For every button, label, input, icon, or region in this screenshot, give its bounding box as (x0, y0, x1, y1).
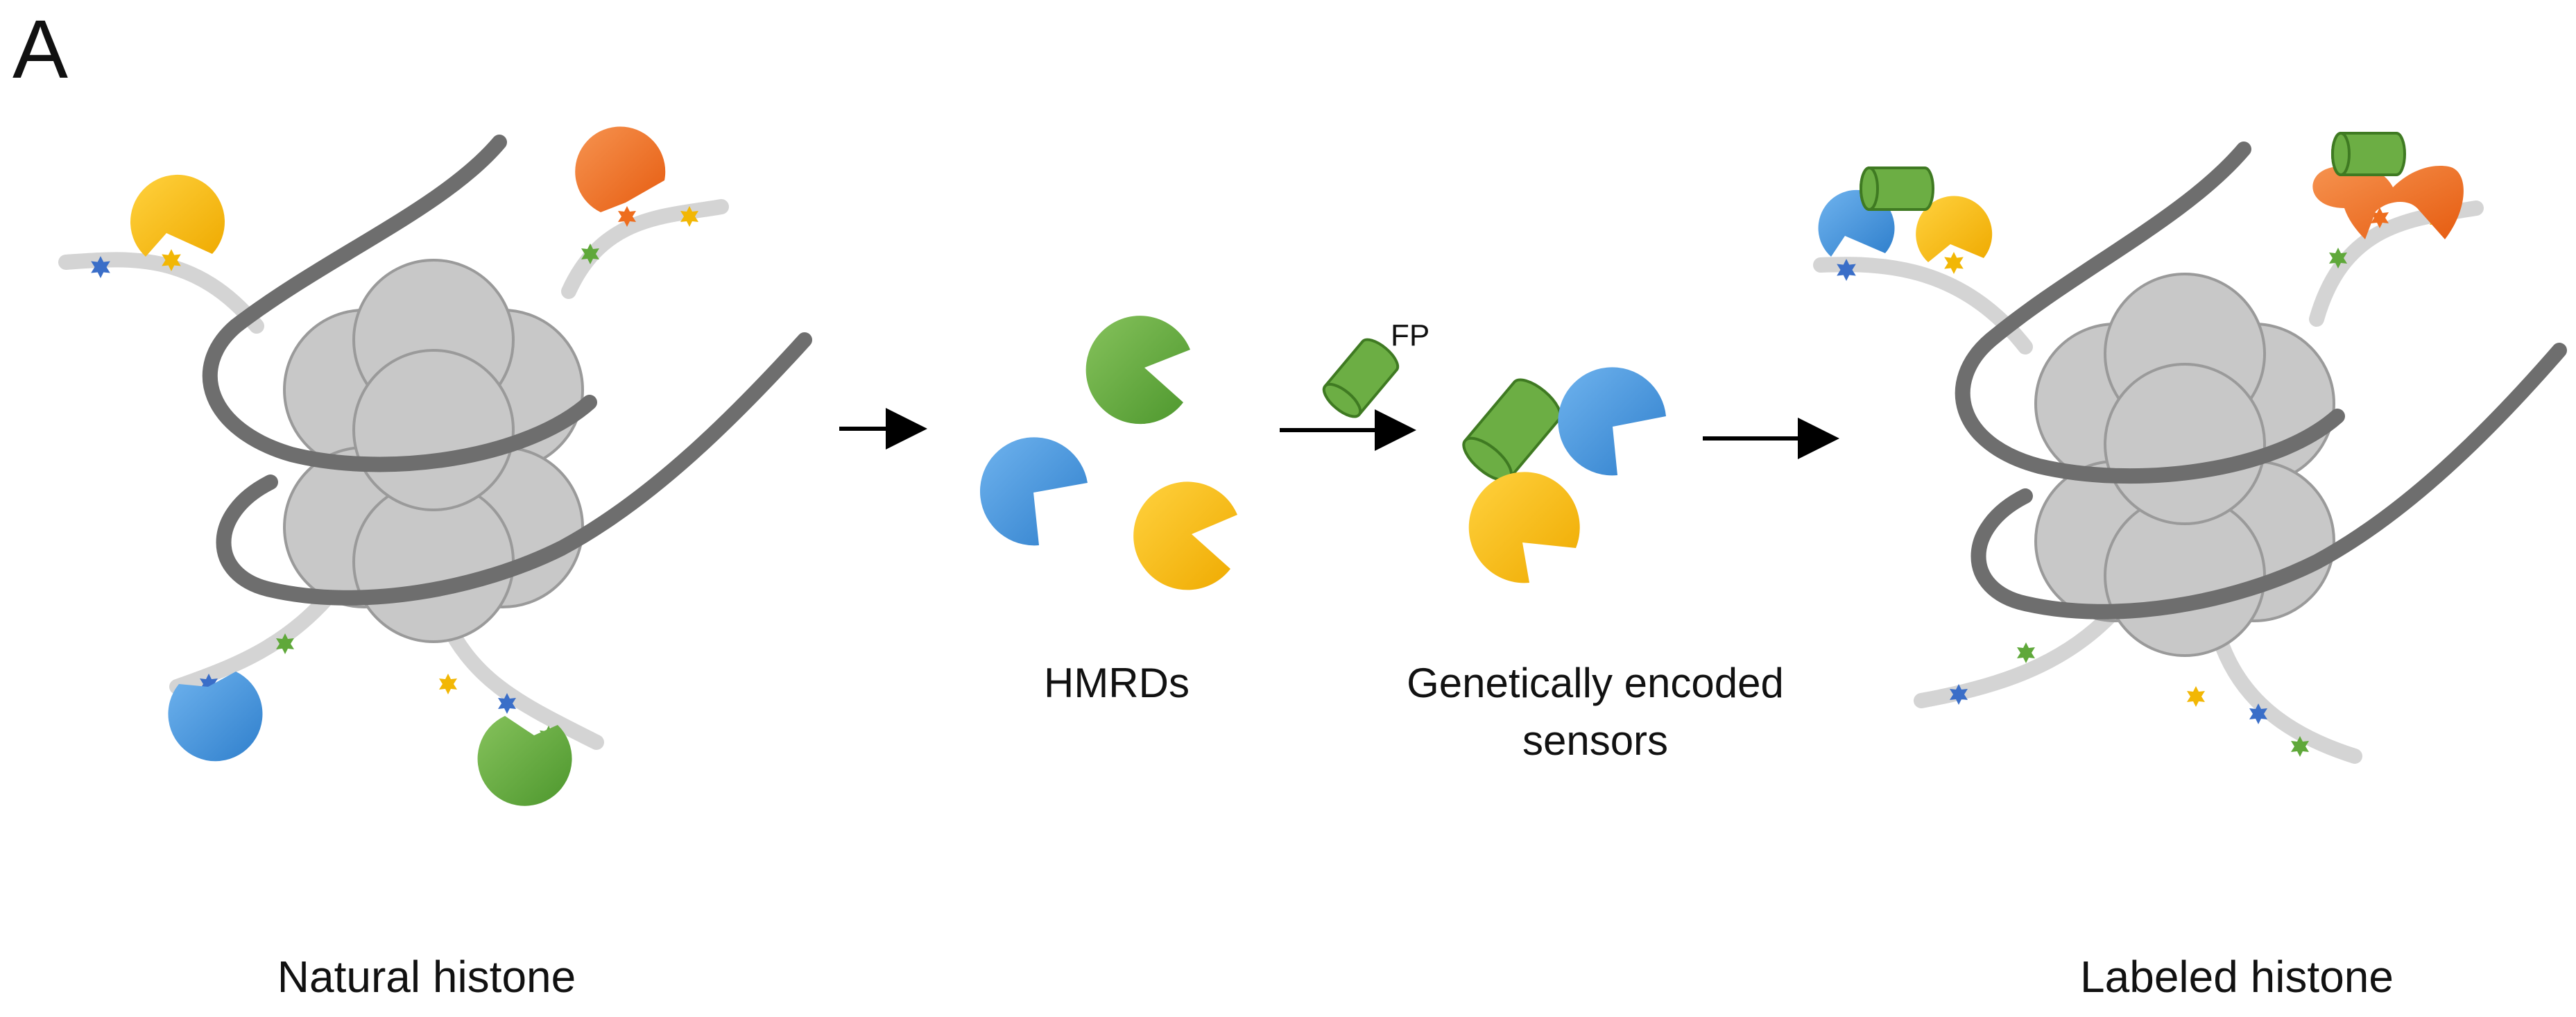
yellow-reader-domain-icon (130, 174, 225, 257)
sensor-fp-cylinder-icon (1462, 378, 1562, 482)
yellow-hmrd-icon (1133, 481, 1237, 590)
yellow-star-icon (1944, 252, 1964, 274)
natural-histone-label: Natural histone (277, 952, 576, 1002)
panel-label: A (12, 3, 68, 96)
sensors-label-line1: Genetically encoded (1407, 660, 1784, 706)
yellow-star-icon (2187, 686, 2205, 707)
dna-strand-icon (202, 135, 812, 606)
sensors-label-line2: sensors (1522, 717, 1668, 764)
orange-reader-domain-icon (575, 126, 666, 212)
blue-hmrd-icon (979, 437, 1088, 546)
dna-strand-icon (1955, 142, 2567, 619)
labeled-histone-label: Labeled histone (2080, 952, 2394, 1002)
yellow-star-icon (439, 674, 457, 694)
sensors-group (1462, 367, 1666, 583)
sensor-blue-domain-icon (1558, 367, 1666, 476)
bound-yellow-sensor-icon (1916, 196, 1993, 262)
bound-fp-cylinder-icon (2331, 132, 2406, 176)
natural-histone-diagram (58, 126, 812, 806)
hmrds-label: HMRDs (1044, 660, 1190, 706)
bound-orange-sensor-icon (2312, 164, 2464, 239)
sensor-yellow-domain-icon (1468, 472, 1580, 583)
green-star-icon (2017, 642, 2035, 663)
green-reader-domain-icon (477, 716, 572, 806)
bound-fp-cylinder-icon (1860, 166, 1934, 211)
fp-label: FP (1391, 318, 1429, 352)
labeled-histone-diagram (1813, 132, 2567, 764)
blue-reader-domain-icon (168, 672, 263, 762)
hmrds-group (979, 316, 1237, 590)
green-hmrd-icon (1085, 316, 1190, 425)
